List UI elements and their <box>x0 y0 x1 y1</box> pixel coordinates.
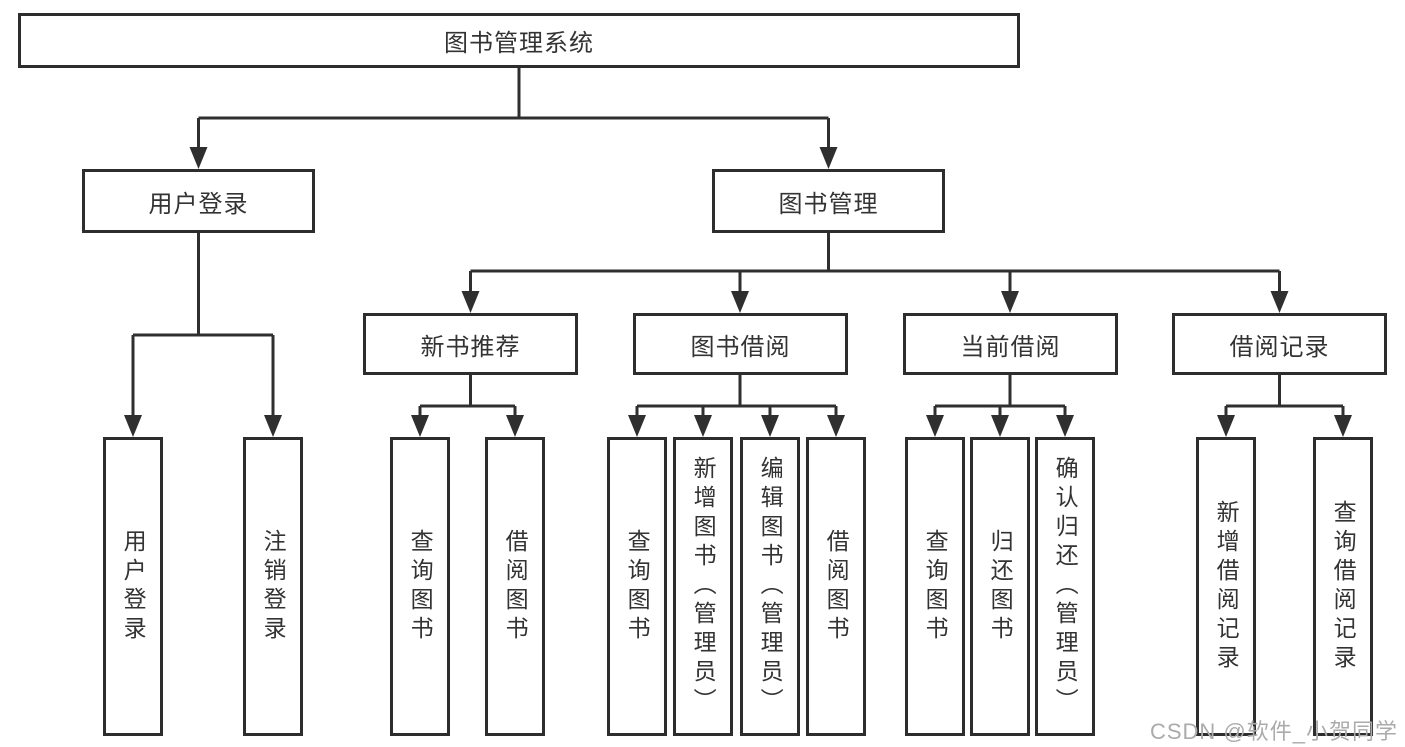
leaf-label: 新增借阅记录 <box>1213 499 1240 674</box>
node-library-management-system: 图书管理系统 <box>18 13 1020 68</box>
leaf-edit-book-admin: 编辑图书（管理员） <box>740 437 800 736</box>
node-book-borrowing: 图书借阅 <box>633 313 848 375</box>
leaf-user-login: 用户登录 <box>103 437 163 736</box>
leaf-confirm-return-admin: 确认归还（管理员） <box>1035 437 1095 736</box>
leaf-add-book-admin: 新增图书（管理员） <box>673 437 733 736</box>
leaf-add-borrow-record: 新增借阅记录 <box>1196 437 1256 736</box>
node-current-borrowing: 当前借阅 <box>903 313 1118 375</box>
node-book-management: 图书管理 <box>712 169 945 233</box>
leaf-label: 用户登录 <box>120 528 147 645</box>
leaf-label: 归还图书 <box>987 528 1014 645</box>
leaf-label: 查询图书 <box>624 528 651 645</box>
leaf-logout: 注销登录 <box>243 437 303 736</box>
leaf-label: 查询借阅记录 <box>1330 499 1357 674</box>
leaf-query-books-current: 查询图书 <box>905 437 965 736</box>
node-user-login: 用户登录 <box>82 169 315 233</box>
leaf-query-books-recommend: 查询图书 <box>390 437 450 736</box>
leaf-borrow-books-recommend: 借阅图书 <box>485 437 545 736</box>
leaf-label: 编辑图书（管理员） <box>757 456 784 717</box>
leaf-label: 新增图书（管理员） <box>690 456 717 717</box>
node-new-book-recommendation: 新书推荐 <box>363 313 578 375</box>
csdn-watermark: CSDN @软件_小贺同学 <box>1149 719 1398 744</box>
leaf-label: 借阅图书 <box>502 528 529 645</box>
leaf-label: 查询图书 <box>922 528 949 645</box>
leaf-label: 注销登录 <box>260 528 287 645</box>
leaf-borrow-books: 借阅图书 <box>806 437 866 736</box>
arrowheads <box>124 147 1352 437</box>
leaf-query-books-borrowing: 查询图书 <box>607 437 667 736</box>
leaf-label: 确认归还（管理员） <box>1052 456 1079 717</box>
leaf-label: 借阅图书 <box>823 528 850 645</box>
node-borrowing-records: 借阅记录 <box>1172 313 1387 375</box>
leaf-return-book: 归还图书 <box>970 437 1030 736</box>
leaf-query-borrow-record: 查询借阅记录 <box>1313 437 1373 736</box>
leaf-label: 查询图书 <box>407 528 434 645</box>
